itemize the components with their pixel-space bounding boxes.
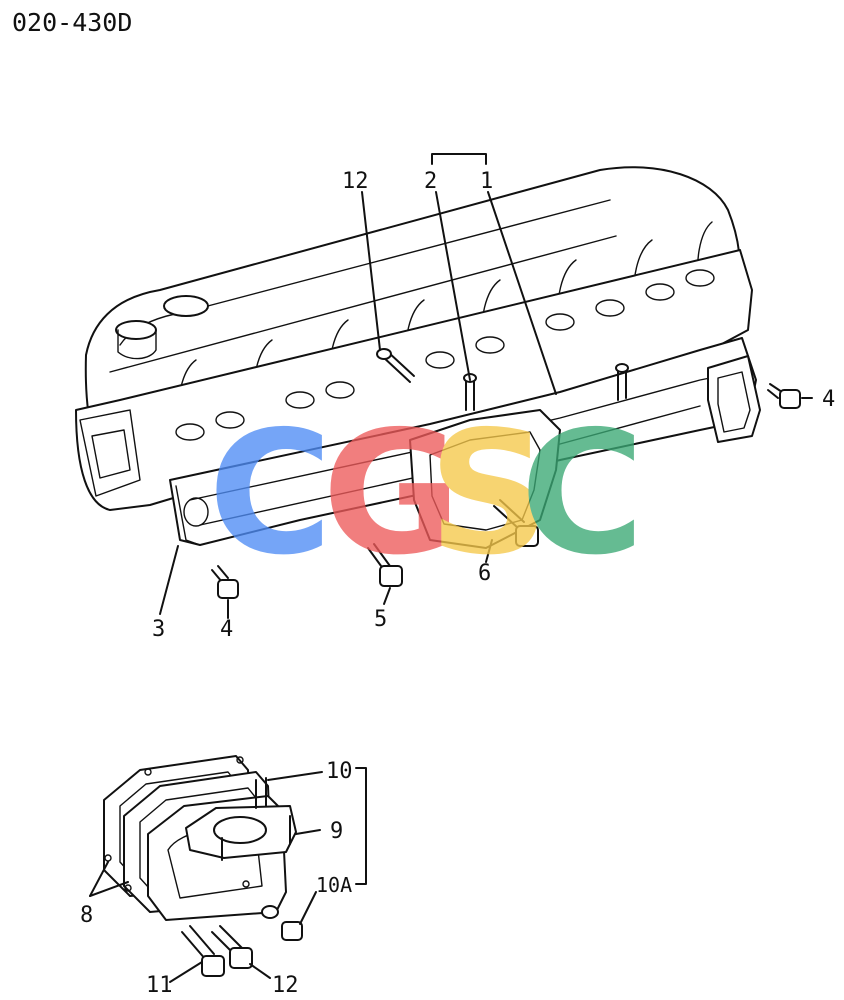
nut-10a bbox=[281, 921, 303, 941]
callout-4-left: 4 bbox=[220, 617, 233, 642]
callout-10a: 10A bbox=[316, 873, 352, 897]
callout-2: 2 bbox=[424, 169, 437, 194]
callout-11: 11 bbox=[146, 973, 173, 998]
callout-12-upper: 12 bbox=[342, 169, 369, 194]
flange-studs bbox=[221, 777, 291, 861]
bolt-5 bbox=[367, 543, 403, 587]
bolt-6 bbox=[493, 499, 539, 547]
washer-10a bbox=[261, 905, 279, 919]
callout-12-lower: 12 bbox=[272, 973, 299, 998]
watermark-letter-c2: C bbox=[520, 395, 645, 593]
cylinder-head-assembly bbox=[75, 166, 761, 549]
callout-6: 6 bbox=[478, 561, 491, 586]
bolt-11 bbox=[181, 925, 225, 977]
leader-lines-lower bbox=[89, 767, 367, 983]
callout-10: 10 bbox=[326, 759, 353, 784]
stud-bolt-right bbox=[615, 363, 629, 401]
watermark-letter-c1: C bbox=[208, 395, 333, 593]
gasket-holes bbox=[104, 756, 250, 892]
cylinder-head bbox=[75, 249, 753, 511]
end-plate-left bbox=[79, 409, 141, 497]
watermark-letter-g: G bbox=[322, 395, 462, 593]
bolt-4-right bbox=[767, 383, 801, 409]
watermark: C G S C bbox=[208, 395, 645, 593]
callout-9: 9 bbox=[330, 819, 343, 844]
head-bosses bbox=[175, 269, 715, 441]
callout-5: 5 bbox=[374, 607, 387, 632]
leader-lines-upper bbox=[159, 153, 813, 619]
manifold-flange-center bbox=[409, 409, 561, 549]
diagram-code: 020-430D bbox=[12, 8, 132, 37]
callout-4-right: 4 bbox=[822, 387, 835, 412]
callout-8: 8 bbox=[80, 903, 93, 928]
watermark-letter-s: S bbox=[428, 395, 550, 593]
callout-3: 3 bbox=[152, 617, 165, 642]
callout-1: 1 bbox=[480, 169, 493, 194]
callout-numbers: 12 2 1 4 3 4 5 6 10 9 10A 8 11 12 bbox=[80, 169, 835, 998]
bolt-12-lower bbox=[211, 925, 253, 969]
stud-bolt-12 bbox=[376, 348, 415, 383]
intake-elbow-assembly bbox=[103, 755, 303, 977]
oil-filler-cap bbox=[115, 295, 209, 360]
bolt-4-left bbox=[211, 565, 239, 599]
